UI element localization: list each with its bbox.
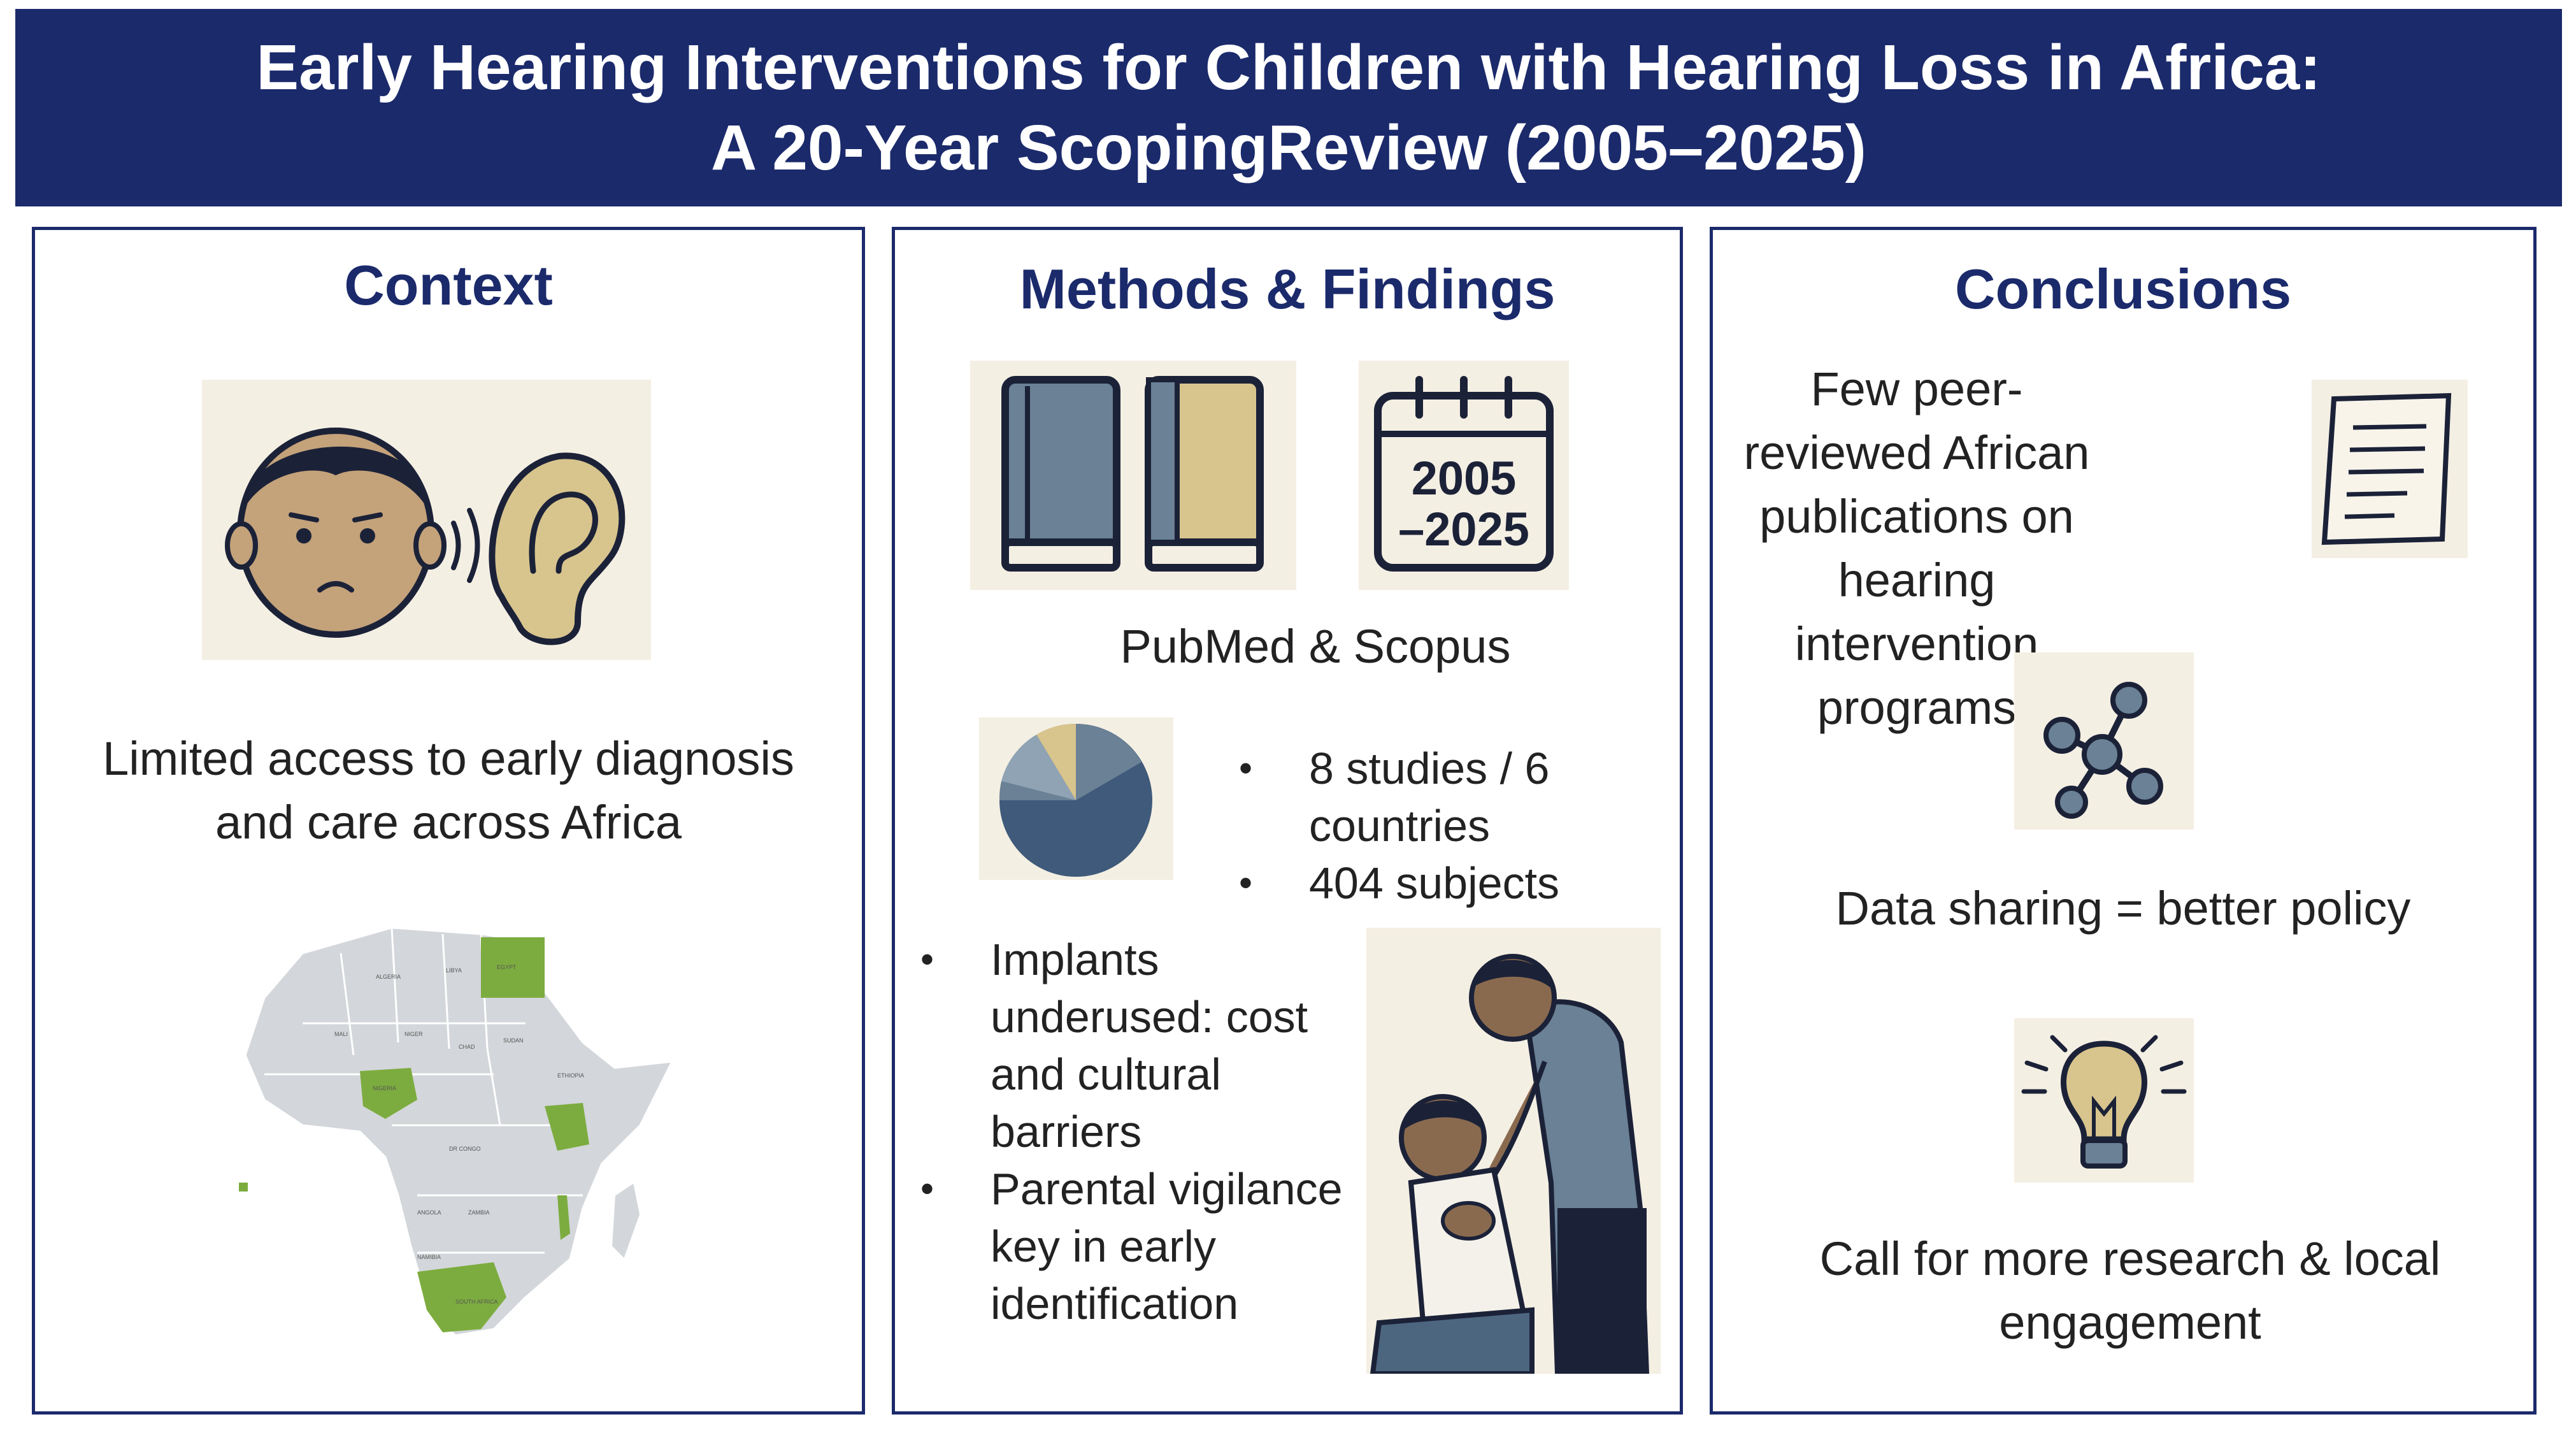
findings-list: Implants underused: cost and cultural ba… (920, 931, 1354, 1332)
network-illustration (2014, 652, 2194, 830)
map-label-chad: CHAD (459, 1044, 475, 1050)
calendar-year-end: –2025 (1398, 503, 1529, 556)
context-text: Limited access to early diagnosis and ca… (35, 727, 862, 854)
map-label-namibia: NAMIBIA (417, 1254, 441, 1260)
map-label-angola: ANGOLA (417, 1209, 441, 1216)
document-icon (2321, 392, 2452, 545)
map-highlight-egypt (481, 937, 545, 998)
map-label-algeria: ALGERIA (376, 974, 401, 980)
map-label-sudan: SUDAN (503, 1037, 524, 1044)
lightbulb-illustration (2014, 1018, 2194, 1183)
map-label-dr-congo: DR CONGO (449, 1146, 481, 1152)
pie-chart-icon (999, 723, 1152, 877)
finding-parental: Parental vigilance key in early identifi… (920, 1160, 1354, 1332)
parent-child-icon (1370, 954, 1650, 1374)
sources-text: PubMed & Scopus (1120, 620, 1511, 673)
context-title: Context (344, 254, 553, 317)
publications-text: Few peer-reviewed African publications o… (1743, 363, 2090, 734)
stats-list: 8 studies / 6 countries 404 subjects (1239, 740, 1634, 912)
title-line-1: Early Hearing Interventions for Children… (256, 32, 2321, 103)
title-line-2: A 20-Year ScopingReview (2005–2025) (711, 112, 1866, 184)
title-banner: Early Hearing Interventions for Children… (15, 9, 2562, 206)
call-text: Call for more research & local engagemen… (1819, 1232, 2441, 1349)
map-label-libya: LIBYA (446, 967, 462, 974)
pie-illustration (979, 717, 1173, 880)
conclusions-title: Conclusions (1954, 257, 2292, 320)
methods-panel: Methods & Findings 2005 –2025 PubMed & S… (892, 227, 1683, 1415)
map-highlight-nigeria (360, 1068, 417, 1119)
ear-icon (489, 452, 626, 645)
map-label-south-africa: SOUTH AFRICA (455, 1299, 498, 1305)
document-illustration (2312, 380, 2468, 558)
map-highlight-island (239, 1183, 248, 1192)
context-text-line-2: and care across Africa (215, 796, 682, 849)
map-label-ethiopia: ETHIOPIA (557, 1072, 584, 1079)
books-illustration (970, 361, 1296, 590)
child-hearing-icon (225, 428, 626, 645)
books-icon (1001, 376, 1264, 572)
data-sharing-text: Data sharing = better policy (1835, 882, 2411, 935)
calendar-icon: 2005 –2025 (1374, 376, 1554, 572)
child-hearing-illustration (202, 380, 651, 660)
context-panel: Context Limited access to early diagnosi… (32, 227, 865, 1415)
map-label-nigeria: NIGERIA (373, 1085, 396, 1091)
map-label-zambia: ZAMBIA (468, 1209, 490, 1216)
context-text-line-1: Limited access to early diagnosis (103, 732, 794, 785)
map-highlight-kenya (545, 1103, 589, 1151)
map-label-mali: MALI (334, 1031, 348, 1037)
stats-item-subjects: 404 subjects (1239, 854, 1634, 912)
stats-item-studies: 8 studies / 6 countries (1239, 740, 1634, 854)
conclusions-panel: Conclusions Few peer-reviewed African pu… (1710, 227, 2537, 1415)
lightbulb-icon (2021, 1035, 2187, 1169)
africa-map-graphic: ALGERIA LIBYA EGYPT MALI NIGER CHAD SUDA… (239, 926, 674, 1337)
network-icon (2043, 682, 2163, 819)
calendar-illustration: 2005 –2025 (1359, 361, 1569, 590)
calendar-year-start: 2005 (1412, 452, 1517, 505)
finding-implants: Implants underused: cost and cultural ba… (920, 931, 1354, 1160)
map-highlight-south-africa (417, 1262, 506, 1332)
map-label-niger: NIGER (404, 1031, 423, 1037)
map-highlight-malawi (557, 1195, 570, 1240)
parent-child-illustration (1366, 928, 1661, 1374)
africa-map: ALGERIA LIBYA EGYPT MALI NIGER CHAD SUDA… (226, 915, 698, 1361)
map-label-egypt: EGYPT (497, 964, 517, 970)
methods-title: Methods & Findings (1019, 257, 1556, 320)
